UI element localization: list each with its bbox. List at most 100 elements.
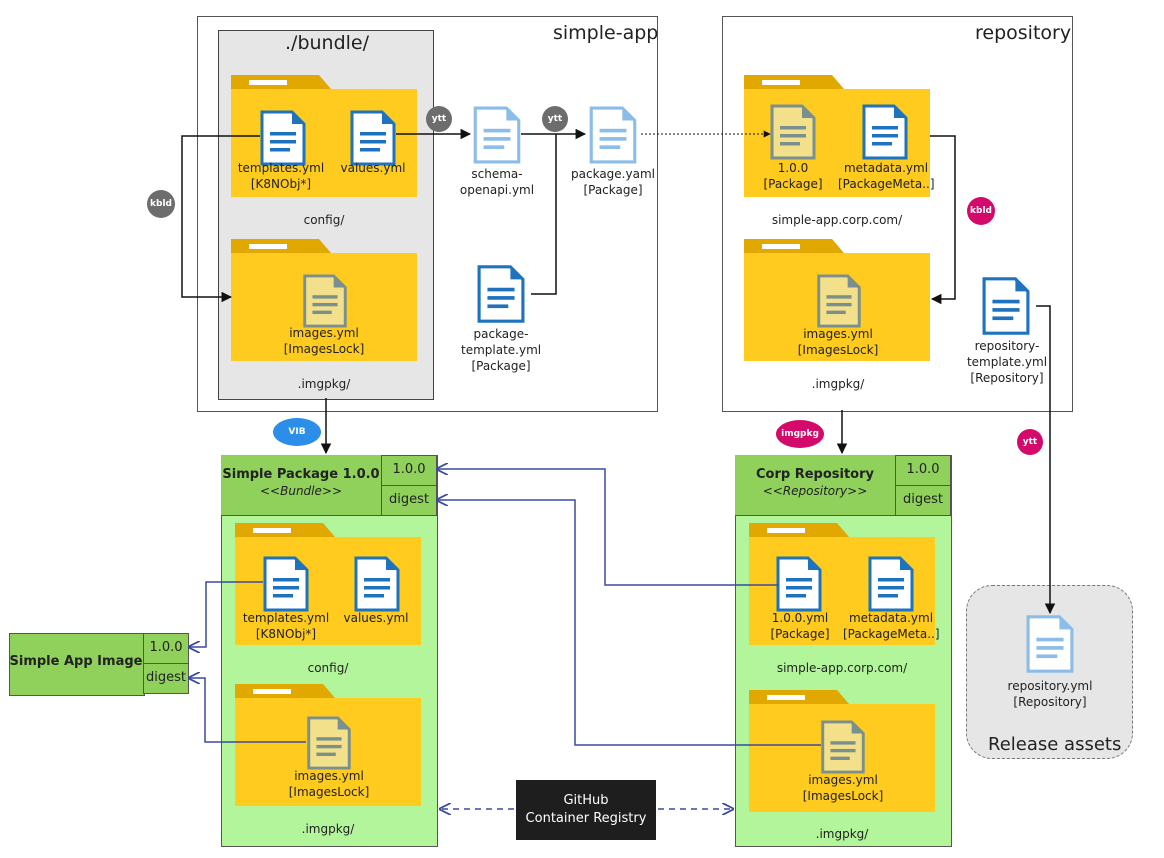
- repo-version-name: 1.0.0: [777, 161, 809, 175]
- templates-ref-arrow: [189, 581, 263, 647]
- repo-images-kind: [ImagesLock]: [797, 343, 879, 357]
- github-container-registry: GitHub Container Registry: [516, 780, 656, 840]
- ytt-badge-package: ytt: [542, 106, 568, 132]
- schema-doc-icon: [473, 106, 521, 164]
- package-template-to-package-line: [531, 134, 557, 295]
- corp-images-name: images.yml: [808, 773, 878, 787]
- pkg-templates-kind: [K8NObj*]: [255, 627, 317, 641]
- simple-app-image-title: Simple App Image: [9, 654, 143, 669]
- repository-title: repository: [975, 22, 1072, 44]
- templates-label-kind: [K8NObj*]: [250, 177, 312, 191]
- corp-domain-label: simple-app.corp.com/: [771, 213, 903, 227]
- repo-images-doc-icon: [817, 274, 861, 328]
- repo-images-name: images.yml: [803, 327, 873, 341]
- pkg-values-label: values.yml: [343, 611, 409, 625]
- package-doc-icon: [589, 106, 637, 164]
- metadata-label: metadata.yml [PackageMeta..]: [838, 160, 935, 192]
- templates-label-name: templates.yml: [237, 161, 325, 175]
- repository-doc-icon: [1026, 615, 1074, 673]
- pkg-images-label: images.yml [ImagesLock]: [283, 768, 375, 800]
- repo-images-label: images.yml [ImagesLock]: [792, 326, 884, 358]
- schema-label-line1: schema-: [471, 167, 523, 181]
- simple-package-stereotype: <<Bundle>>: [260, 484, 342, 498]
- repository-file-kind: [Repository]: [1013, 695, 1087, 709]
- kbld-badge-simple-app: kbld: [147, 190, 175, 218]
- images-label-name: images.yml: [289, 326, 359, 340]
- imgpkg-badge: imgpkg: [776, 420, 824, 448]
- images-doc-icon: [303, 274, 347, 328]
- corp-repository-digest: digest: [895, 485, 951, 516]
- corp-version-ref-arrow: [437, 469, 778, 586]
- registry-line-1: GitHub: [563, 793, 609, 808]
- templates-doc-icon: [260, 110, 306, 166]
- corp-images-kind: [ImagesLock]: [802, 789, 884, 803]
- images-ref-arrow: [189, 678, 306, 743]
- registry-line-2: Container Registry: [525, 811, 647, 826]
- corp-version-label: 1.0.0.yml [Package]: [761, 610, 839, 642]
- vib-badge: VIB: [273, 418, 321, 446]
- corp-imgpkg-label: .imgpkg/: [815, 827, 869, 841]
- ytt-badge-schema: ytt: [426, 106, 452, 132]
- repo-template-line1: repository-: [974, 339, 1040, 353]
- values-doc-icon: [350, 110, 396, 166]
- pkg-templates-doc-icon: [263, 556, 309, 612]
- schema-label-line2: openapi.yml: [459, 183, 535, 197]
- metadata-label-kind: [PackageMeta..]: [838, 177, 935, 191]
- templates-label: templates.yml [K8NObj*]: [236, 160, 326, 192]
- package-template-line3: [Package]: [471, 359, 531, 373]
- package-template-doc-icon: [477, 265, 525, 323]
- repo-version-label: 1.0.0 [Package]: [755, 160, 831, 192]
- kbld-badge-repository: kbld: [967, 197, 995, 225]
- imgpkg-folder-label: .imgpkg/: [297, 377, 351, 391]
- simple-package-header: Simple Package 1.0.0 <<Bundle>>: [221, 455, 382, 516]
- corp-repository-stereotype: <<Repository>>: [762, 484, 868, 498]
- corp-metadata-label: metadata.yml [PackageMeta..]: [843, 610, 940, 642]
- config-folder-label: config/: [303, 213, 345, 227]
- repo-template-doc-icon: [982, 277, 1030, 335]
- repo-template-label: repository- template.yml [Repository]: [962, 338, 1052, 386]
- corp-version-name: 1.0.0.yml: [771, 611, 829, 625]
- images-label: images.yml [ImagesLock]: [278, 325, 370, 357]
- corp-images-ref-arrow: [437, 500, 821, 746]
- repo-template-line2: template.yml: [966, 355, 1048, 369]
- corp-metadata-doc-icon: [868, 556, 914, 612]
- package-template-line1: package-: [473, 327, 529, 341]
- pkg-images-doc-icon: [307, 716, 351, 770]
- bundle-directory-title: ./bundle/: [285, 32, 370, 54]
- corp-version-doc-icon: [776, 556, 822, 612]
- ytt-badge-release: ytt: [1017, 429, 1043, 455]
- repo-version-doc-icon: [770, 104, 816, 160]
- corp-metadata-name: metadata.yml: [848, 611, 934, 625]
- corp-repository-title: Corp Repository: [755, 467, 874, 482]
- package-template-line2: template.yml: [461, 343, 542, 357]
- repo-template-to-assets-arrow: [1036, 305, 1056, 615]
- package-label-kind: [Package]: [583, 183, 643, 197]
- metadata-label-name: metadata.yml: [843, 161, 929, 175]
- pkg-templates-name: templates.yml: [242, 611, 330, 625]
- package-label-name: package.yaml: [571, 167, 655, 181]
- simple-package-version: 1.0.0: [381, 455, 437, 486]
- corp-repository-header: Corp Repository <<Repository>>: [735, 455, 896, 516]
- repo-kbld-arrow: [930, 135, 956, 305]
- corp-version-kind: [Package]: [770, 627, 830, 641]
- package-label: package.yaml [Package]: [570, 166, 656, 198]
- corp-metadata-kind: [PackageMeta..]: [843, 627, 940, 641]
- repo-template-line3: [Repository]: [970, 371, 1044, 385]
- release-assets-title: Release assets: [988, 734, 1122, 755]
- pkg-imgpkg-label: .imgpkg/: [301, 822, 355, 836]
- repo-imgpkg-label: .imgpkg/: [811, 377, 865, 391]
- simple-package-title: Simple Package 1.0.0: [222, 467, 380, 482]
- corp-images-label: images.yml [ImagesLock]: [797, 772, 889, 804]
- corp-repository-version: 1.0.0: [895, 455, 951, 486]
- metadata-doc-icon: [862, 104, 908, 160]
- pkg-images-name: images.yml: [294, 769, 364, 783]
- pkg-templates-label: templates.yml [K8NObj*]: [240, 610, 332, 642]
- repository-file-name: repository.yml: [1007, 679, 1093, 693]
- pkg-images-kind: [ImagesLock]: [288, 785, 370, 799]
- schema-label: schema- openapi.yml: [457, 166, 537, 198]
- pkg-values-doc-icon: [354, 556, 400, 612]
- simple-app-title: simple-app: [553, 22, 659, 44]
- values-label: values.yml: [340, 161, 406, 175]
- corp-images-doc-icon: [821, 720, 865, 774]
- repo-version-kind: [Package]: [763, 177, 823, 191]
